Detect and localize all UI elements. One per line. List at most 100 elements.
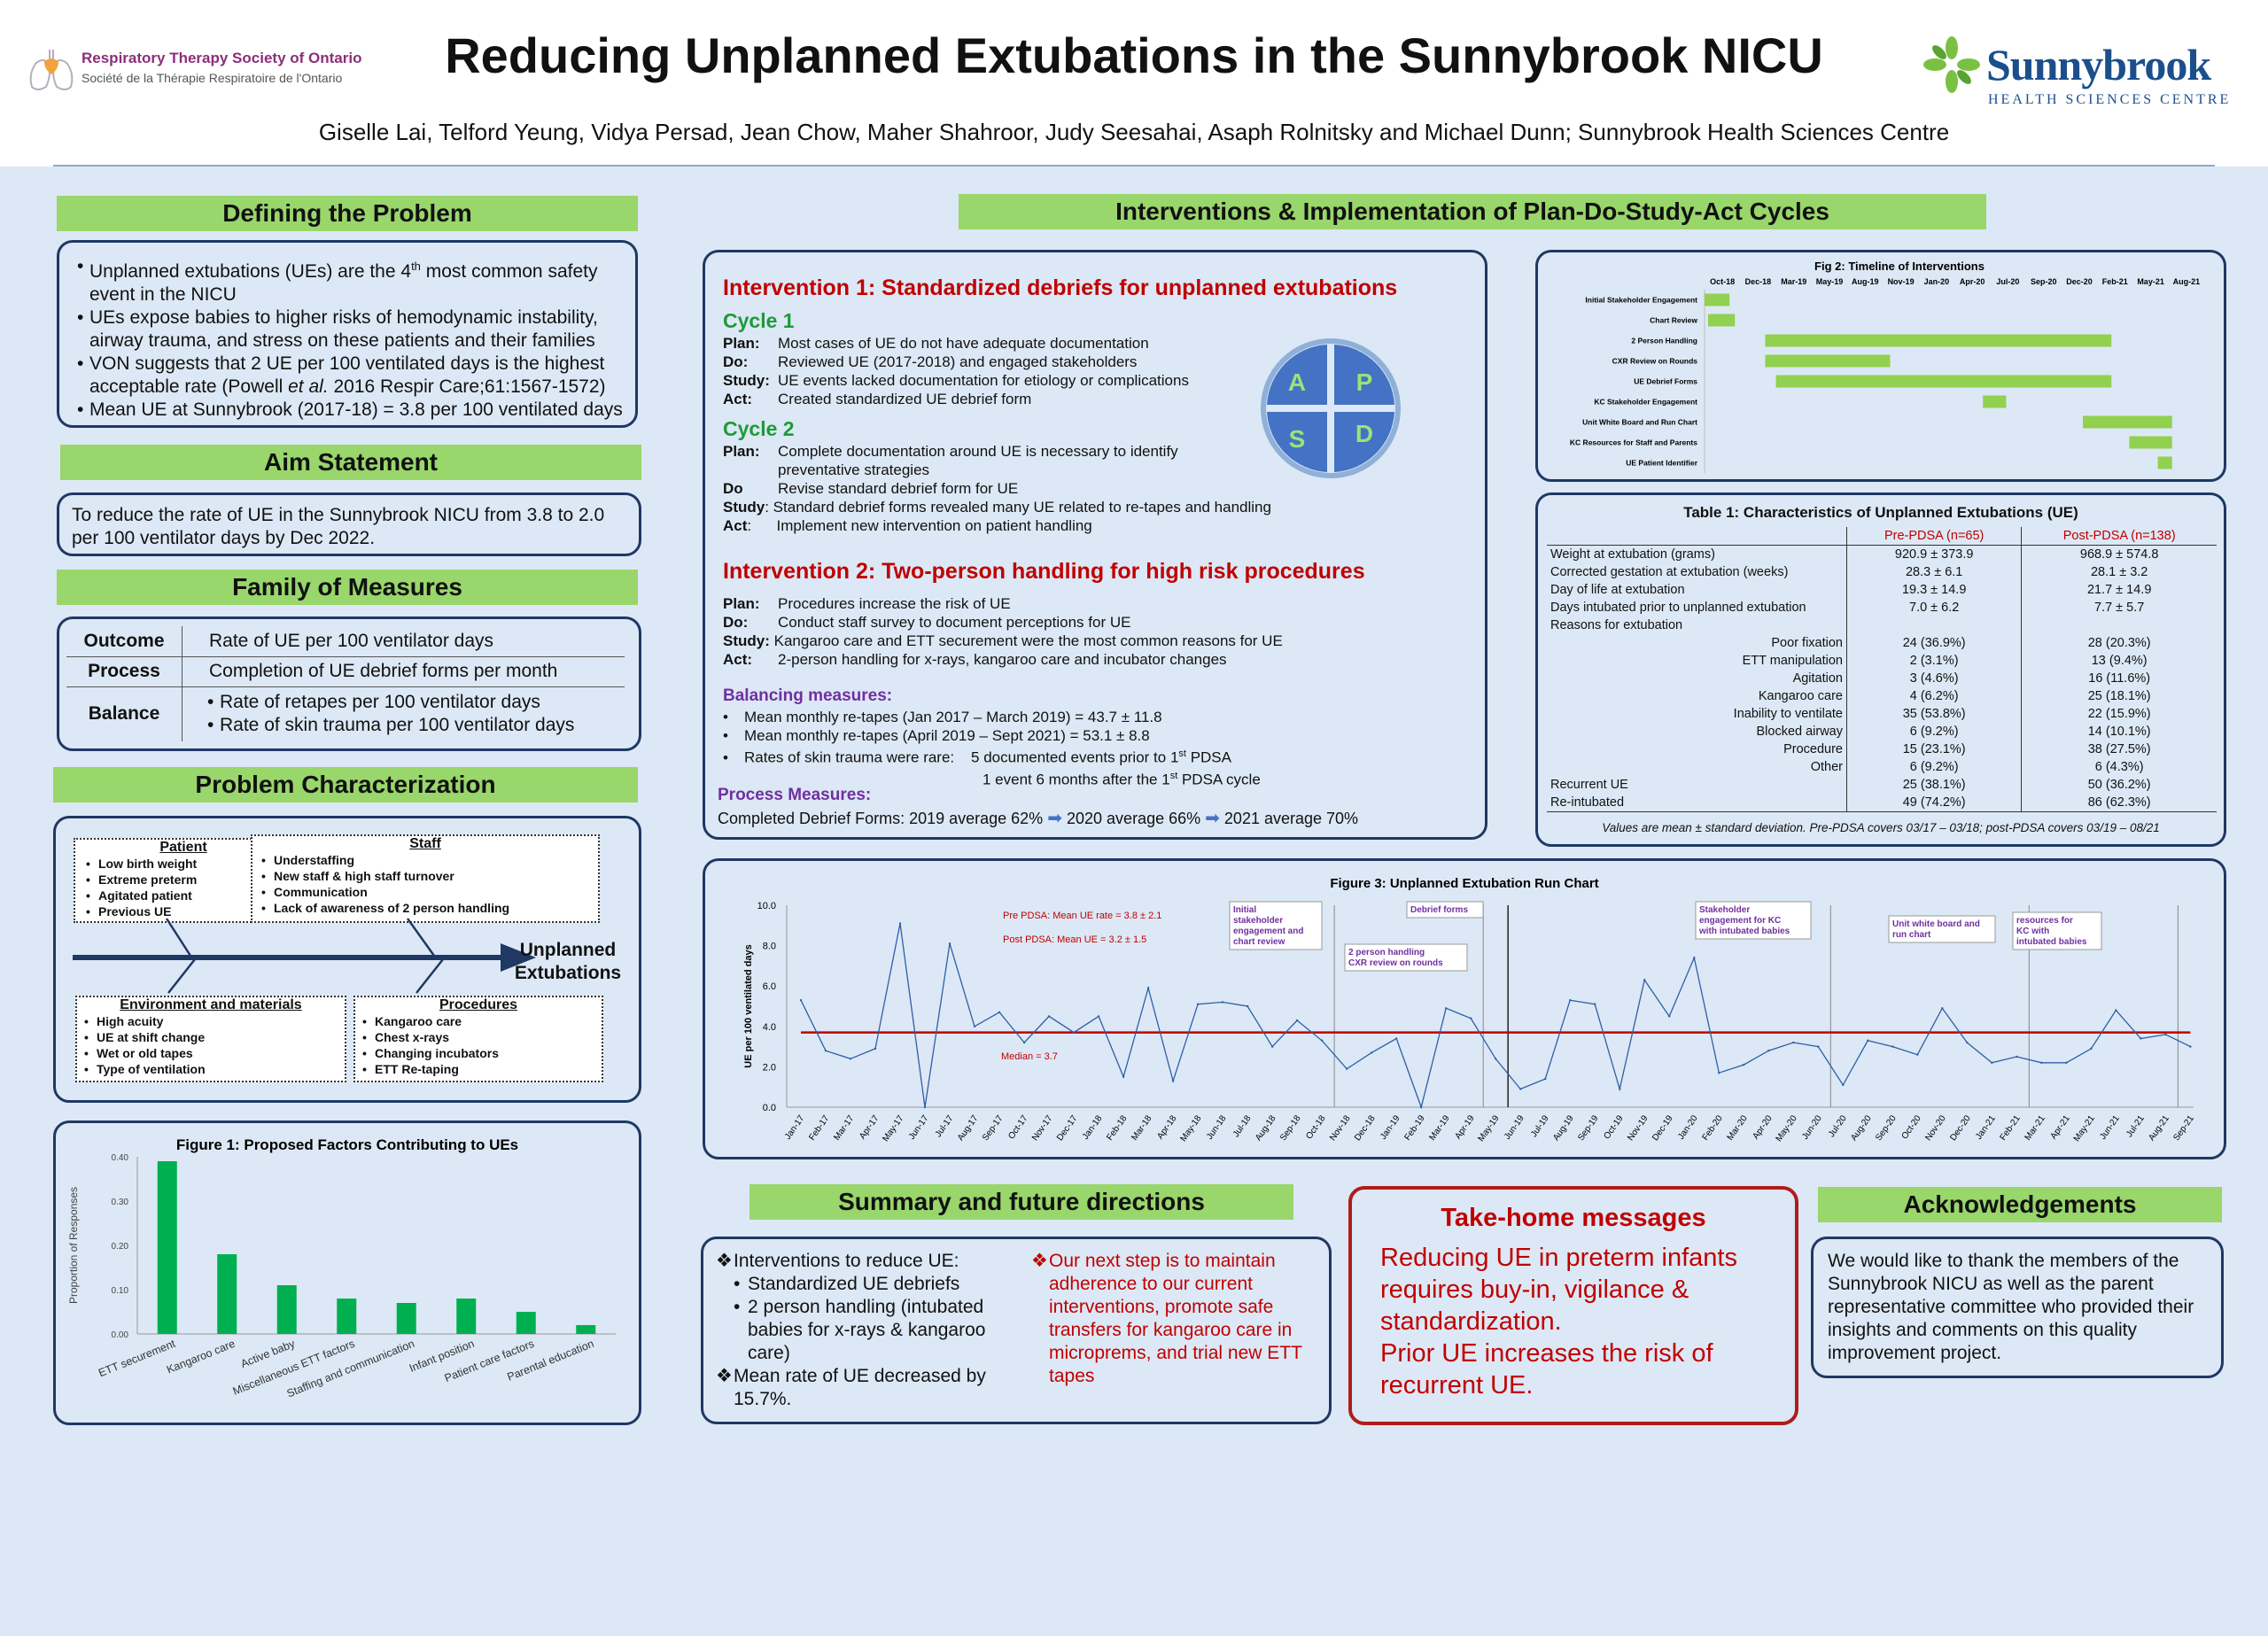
- takehome-heading: Take-home messages: [1441, 1204, 1706, 1232]
- figure1-box: Figure 1: Proposed Factors Contributing …: [53, 1120, 641, 1425]
- data-point: [1966, 1041, 1969, 1044]
- data-point: [2115, 1009, 2117, 1012]
- data-point: [1122, 1075, 1125, 1078]
- x-tick-label: Jul-17: [934, 1113, 956, 1139]
- intervention1-title: Intervention 1: Standardized debriefs fo…: [723, 275, 1398, 300]
- figure3-title: Figure 3: Unplanned Extubation Run Chart: [1330, 876, 1598, 891]
- x-tick-label: Aug-18: [1254, 1113, 1278, 1143]
- month-label: Feb-21: [2102, 277, 2128, 286]
- lungs-icon: [29, 50, 74, 90]
- data-point: [2189, 1045, 2192, 1048]
- procedure-causes: Procedures Kangaroo care Chest x-rays Ch…: [353, 996, 603, 1082]
- x-tick-label: Nov-18: [1328, 1113, 1353, 1143]
- data-point: [2164, 1033, 2167, 1036]
- y-axis-label: UE per 100 ventilated days: [743, 944, 754, 1067]
- summary-right: ❖Our next step is to maintain adherence …: [1031, 1251, 1302, 1386]
- month-label: Mar-19: [1781, 277, 1806, 286]
- y-tick-label: 2.0: [763, 1062, 776, 1073]
- y-tick-label: 6.0: [763, 981, 776, 992]
- summary-box: ❖Interventions to reduce UE: •Standardiz…: [701, 1237, 1332, 1424]
- x-tick-label: Apr-21: [2049, 1113, 2072, 1141]
- y-tick-label: 0.20: [112, 1242, 129, 1252]
- aim-text: To reduce the rate of UE in the Sunnybro…: [72, 505, 605, 548]
- x-tick-label: Apr-18: [1155, 1113, 1178, 1141]
- month-label: Nov-19: [1888, 277, 1915, 286]
- task-label: Unit White Board and Run Chart: [1582, 418, 1697, 427]
- data-point: [998, 1011, 1001, 1014]
- data-point: [2090, 1047, 2093, 1051]
- month-label: Aug-19: [1852, 277, 1879, 286]
- y-tick-label: 0.00: [112, 1330, 129, 1340]
- month-label: Dec-18: [1745, 277, 1772, 286]
- data-point: [1221, 1001, 1224, 1004]
- interventions-heading: Interventions & Implementation of Plan-D…: [959, 194, 1986, 229]
- timeline-bar: [1983, 395, 2007, 408]
- poster-authors: Giselle Lai, Telford Yeung, Vidya Persad…: [318, 119, 1950, 145]
- data-point: [1569, 998, 1572, 1002]
- x-tick-label: Apr-20: [1751, 1113, 1775, 1141]
- data-point: [1171, 1080, 1175, 1082]
- x-tick-label: Feb-17: [807, 1113, 831, 1143]
- x-tick-label: Jul-20: [1827, 1113, 1849, 1139]
- characterization-heading: Problem Characterization: [53, 767, 638, 802]
- summary-heading: Summary and future directions: [750, 1184, 1293, 1220]
- sunnybrook-name: Sunnybrook: [1986, 40, 2211, 89]
- x-tick-label: May-18: [1178, 1113, 1203, 1144]
- table1-col-pre: Pre-PDSA (n=65): [1845, 527, 2022, 546]
- takehome-text: Reducing UE in preterm infants requires …: [1380, 1244, 1737, 1400]
- x-tick-label: Jan-18: [1081, 1113, 1105, 1142]
- data-point: [1991, 1061, 1993, 1065]
- y-tick-label: 10.0: [757, 901, 776, 911]
- month-label: Jul-20: [1996, 277, 2019, 286]
- figure3-box: Figure 3: Unplanned Extubation Run Chart…: [703, 858, 2226, 1159]
- fishbone-spine: [73, 918, 536, 994]
- data-point: [849, 1058, 852, 1060]
- task-label: Chart Review: [1650, 316, 1697, 325]
- x-tick-label: Nov-20: [1923, 1113, 1948, 1143]
- timeline-bar: [1705, 293, 1730, 306]
- month-label: May-21: [2137, 277, 2164, 286]
- data-point: [1594, 1003, 1596, 1005]
- arrow-icon: ➡: [1047, 809, 1062, 828]
- bar: [157, 1161, 177, 1334]
- task-label: Initial Stakeholder Engagement: [1585, 296, 1697, 305]
- figure3-chart: Figure 3: Unplanned Extubation Run Chart…: [743, 876, 2196, 1144]
- summary-left: ❖Interventions to reduce UE: •Standardiz…: [716, 1251, 986, 1409]
- x-tick-label: Oct-17: [1006, 1113, 1029, 1141]
- data-point: [2140, 1037, 2142, 1040]
- x-tick-label: Mar-20: [1726, 1113, 1750, 1143]
- bar: [576, 1325, 596, 1334]
- balancing-list: •Mean monthly re-tapes (Jan 2017 – March…: [723, 709, 1261, 788]
- x-tick-label: Jun-21: [2098, 1113, 2122, 1142]
- annotation-box: [1406, 901, 1484, 919]
- x-tick-label: Nov-17: [1030, 1113, 1055, 1143]
- data-point: [1767, 1049, 1770, 1052]
- x-tick-label: Oct-20: [1900, 1113, 1923, 1141]
- measures-row-outcome: Outcome Rate of UE per 100 ventilator da…: [66, 626, 625, 656]
- balance-item-1: Rate of retapes per 100 ventilator days: [207, 691, 624, 714]
- x-tick-label: Mar-18: [1130, 1113, 1153, 1143]
- data-point: [1693, 957, 1696, 959]
- data-point: [948, 942, 951, 945]
- x-tick-label: Sep-19: [1576, 1113, 1601, 1143]
- data-point: [1394, 1037, 1398, 1040]
- poster-title: Reducing Unplanned Extubations in the Su…: [445, 27, 1823, 83]
- header-divider: [53, 165, 2215, 167]
- problem-list: Unplanned extubations (UEs) are the 4th …: [72, 255, 625, 422]
- task-label: CXR Review on Rounds: [1612, 357, 1698, 366]
- data-point: [1146, 987, 1150, 989]
- problem-bullet-2: UEs expose babies to higher risks of hem…: [77, 306, 625, 353]
- timeline-bar: [1775, 375, 2112, 388]
- data-point: [1544, 1077, 1547, 1081]
- data-point: [1022, 1041, 1026, 1044]
- annotation-box: [1888, 915, 1996, 943]
- median-label: Median = 3.7: [1001, 1051, 1058, 1062]
- measures-table: Outcome Rate of UE per 100 ventilator da…: [66, 626, 625, 741]
- diamond-icon: ❖: [716, 1251, 733, 1271]
